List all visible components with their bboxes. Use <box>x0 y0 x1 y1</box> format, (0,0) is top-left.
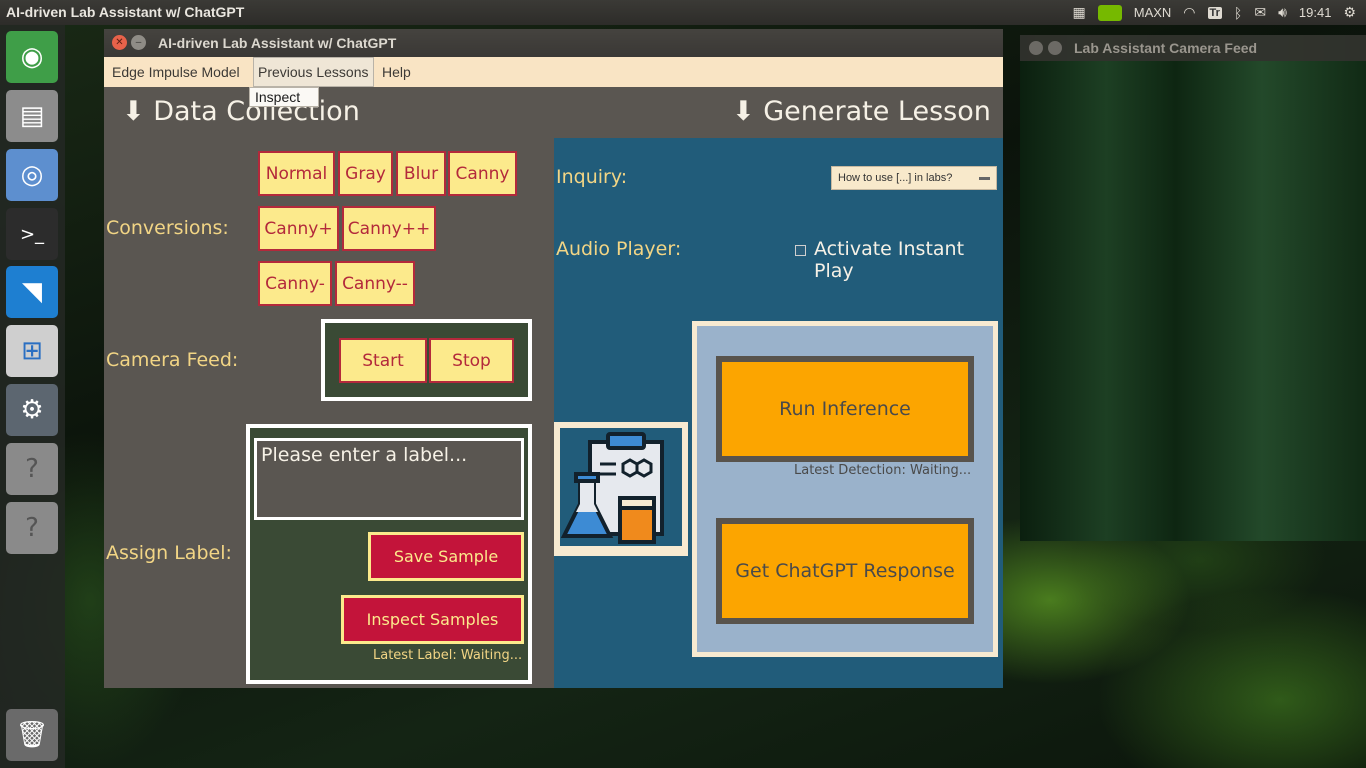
close-icon[interactable]: ✕ <box>112 35 127 50</box>
top-panel: AI-driven Lab Assistant w/ ChatGPT ▦ MAX… <box>0 0 1366 25</box>
label-input[interactable]: Please enter a label... <box>254 438 524 520</box>
menu-edge-impulse-model[interactable]: Edge Impulse Model <box>112 64 240 80</box>
terminal-icon[interactable]: >_ <box>6 208 58 260</box>
data-collection-heading: ⬇ Data Collection <box>122 96 360 127</box>
camera-feed-label: Camera Feed: <box>106 349 239 371</box>
menu-item-inspect[interactable]: Inspect <box>249 87 319 107</box>
minimize-icon[interactable] <box>1048 41 1062 55</box>
canny-plus-plus-button[interactable]: Canny++ <box>342 206 436 251</box>
generate-lesson-heading: ⬇ Generate Lesson <box>732 96 991 127</box>
volume-icon[interactable]: 🔊︎ <box>1278 4 1287 20</box>
instant-play-checkbox[interactable] <box>795 245 806 256</box>
clock[interactable]: 19:41 <box>1298 5 1332 20</box>
canny-minus-button[interactable]: Canny- <box>258 261 332 306</box>
canny-plus-button[interactable]: Canny+ <box>258 206 339 251</box>
latest-detection-status: Latest Detection: Waiting... <box>794 463 972 478</box>
keyboard-icon[interactable]: Tr <box>1207 6 1222 19</box>
canny-button[interactable]: Canny <box>448 151 517 196</box>
window-title: AI-driven Lab Assistant w/ ChatGPT <box>158 35 397 51</box>
chromium-icon[interactable]: ◎ <box>6 149 58 201</box>
assign-label-label: Assign Label: <box>106 542 232 564</box>
system-tray: ▦ MAXN ◠ Tr ᛒ ✉ 🔊︎ 19:41 ⚙ <box>1072 0 1356 25</box>
bluetooth-icon[interactable]: ᛒ <box>1233 4 1243 21</box>
menu-help[interactable]: Help <box>382 64 411 80</box>
camera-start-button[interactable]: Start <box>339 338 427 383</box>
lab-clipboard-flask-icon <box>560 428 682 546</box>
workspace-icon[interactable]: ▦ <box>1072 4 1086 20</box>
camera-feed-window: Lab Assistant Camera Feed <box>1020 35 1366 541</box>
unknown-app-icon[interactable]: ? <box>6 502 58 554</box>
run-inference-button[interactable]: Run Inference <box>716 356 974 462</box>
audio-player-label: Audio Player: <box>556 238 682 260</box>
menu-bar: Edge Impulse Model Previous Lessons Help <box>104 57 1003 87</box>
camera-window-title: Lab Assistant Camera Feed <box>1074 40 1258 56</box>
unknown-app-icon[interactable]: ? <box>6 443 58 495</box>
nvidia-icon[interactable] <box>1097 4 1122 21</box>
dropdown-arrow-icon <box>979 177 990 180</box>
launcher: ◉ ▤ ◎ >_ ◥ ⊞ ⚙ ? ? 🗑︎ <box>0 25 65 768</box>
settings-icon[interactable]: ⚙ <box>6 384 58 436</box>
normal-button[interactable]: Normal <box>258 151 335 196</box>
close-icon[interactable] <box>1029 41 1043 55</box>
get-chatgpt-response-button[interactable]: Get ChatGPT Response <box>716 518 974 624</box>
blur-button[interactable]: Blur <box>396 151 446 196</box>
inquiry-select[interactable]: How to use [...] in labs? <box>831 166 997 190</box>
camera-window-titlebar[interactable]: Lab Assistant Camera Feed <box>1020 35 1366 61</box>
lab-assistant-logo <box>554 422 688 556</box>
mail-icon[interactable]: ✉ <box>1254 4 1267 20</box>
instant-play-label[interactable]: Activate Instant Play <box>814 238 965 282</box>
gray-button[interactable]: Gray <box>338 151 393 196</box>
inspect-samples-button[interactable]: Inspect Samples <box>341 595 524 644</box>
minimize-icon[interactable]: – <box>131 35 146 50</box>
ubuntu-icon[interactable]: ◉ <box>6 31 58 83</box>
main-window: ✕ – AI-driven Lab Assistant w/ ChatGPT E… <box>104 29 1003 688</box>
trash-icon[interactable]: 🗑︎ <box>6 709 58 761</box>
vscode-icon[interactable]: ◥ <box>6 266 58 318</box>
inquiry-label: Inquiry: <box>556 166 628 188</box>
menu-previous-lessons[interactable]: Previous Lessons <box>253 57 374 87</box>
latest-label-status: Latest Label: Waiting... <box>373 648 523 663</box>
canny-minus-minus-button[interactable]: Canny-- <box>335 261 415 306</box>
camera-stop-button[interactable]: Stop <box>429 338 514 383</box>
window-titlebar[interactable]: ✕ – AI-driven Lab Assistant w/ ChatGPT <box>104 29 1003 57</box>
gear-icon[interactable]: ⚙ <box>1343 4 1356 20</box>
software-center-icon[interactable]: ⊞ <box>6 325 58 377</box>
save-sample-button[interactable]: Save Sample <box>368 532 524 581</box>
power-mode-indicator[interactable]: MAXN <box>1133 5 1172 20</box>
wifi-icon[interactable]: ◠ <box>1183 4 1196 20</box>
active-window-title: AI-driven Lab Assistant w/ ChatGPT <box>6 4 245 20</box>
files-icon[interactable]: ▤ <box>6 90 58 142</box>
conversions-label: Conversions: <box>106 217 229 239</box>
inquiry-select-value: How to use [...] in labs? <box>838 172 953 184</box>
